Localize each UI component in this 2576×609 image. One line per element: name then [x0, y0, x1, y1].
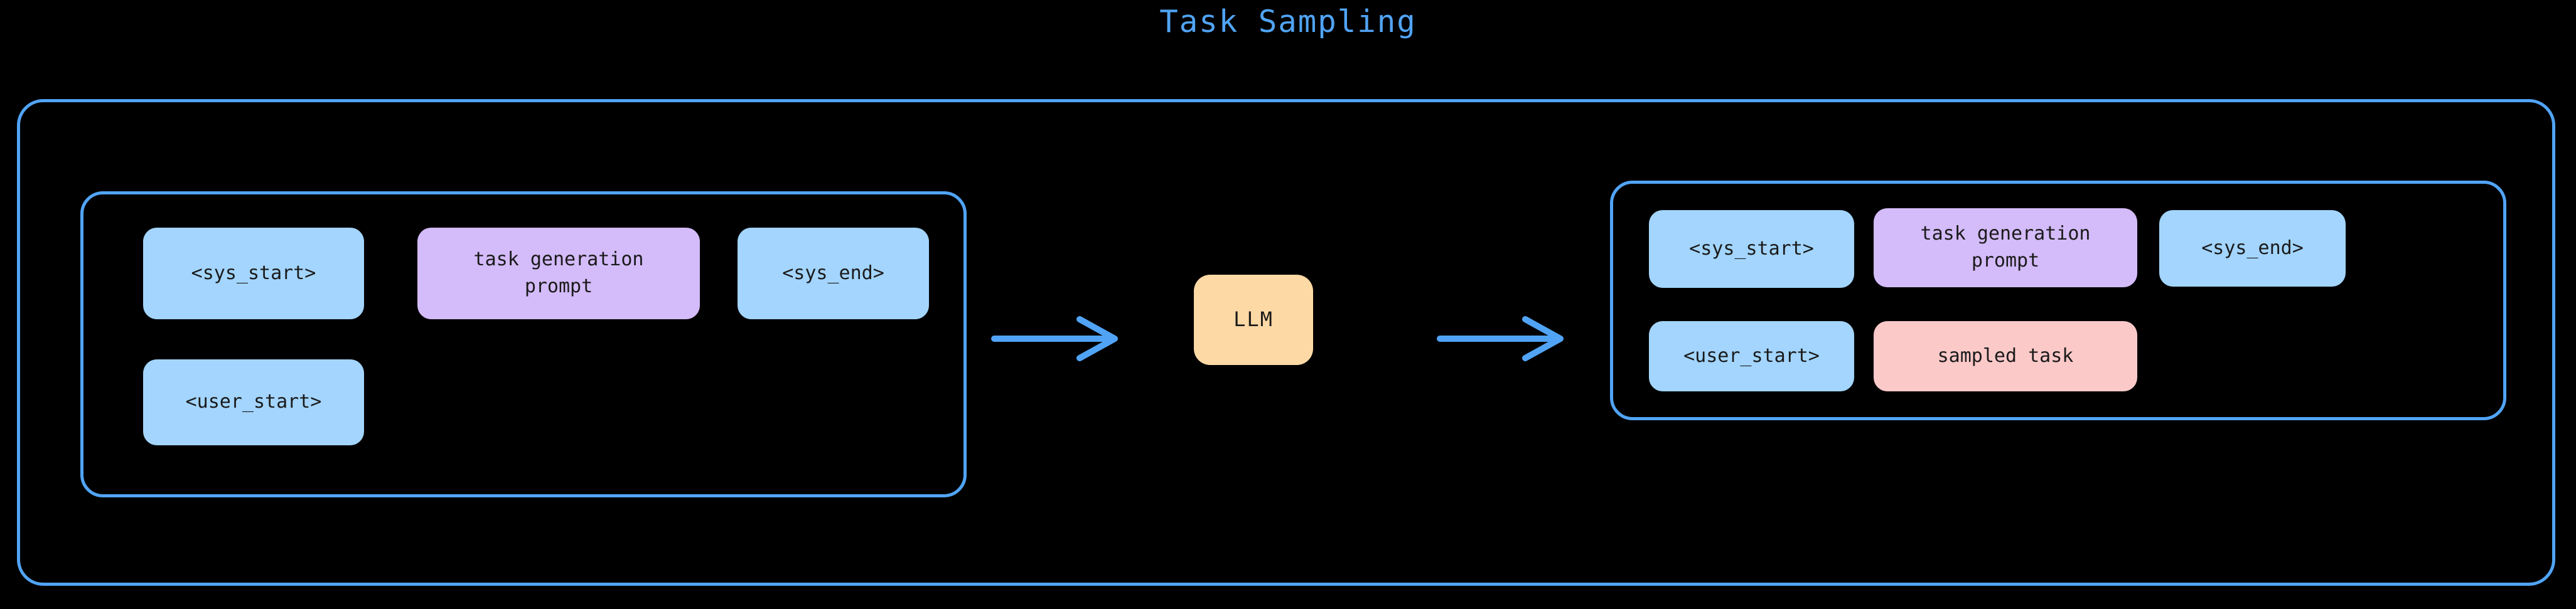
- llm-node: LLM: [1194, 275, 1313, 365]
- output-chip-sampled-task: sampled task: [1874, 321, 2137, 391]
- arrow-right-icon-output: [1437, 316, 1564, 361]
- input-chip-task-generation-prompt: task generation prompt: [417, 228, 700, 319]
- input-chip-user-start: <user_start>: [143, 359, 364, 445]
- output-chip-sys-start: <sys_start>: [1649, 210, 1854, 288]
- output-sequence-panel: [1610, 181, 2506, 420]
- diagram-outer-frame: [17, 99, 2555, 586]
- input-chip-sys-start: <sys_start>: [143, 228, 364, 319]
- input-sequence-panel: [80, 191, 967, 497]
- output-chip-user-start: <user_start>: [1649, 321, 1854, 391]
- input-chip-sys-end: <sys_end>: [738, 228, 929, 319]
- output-chip-task-generation-prompt: task generation prompt: [1874, 208, 2137, 287]
- arrow-right-icon-input: [991, 316, 1118, 361]
- page-title: Task Sampling: [1159, 4, 1417, 40]
- output-chip-sys-end: <sys_end>: [2159, 210, 2346, 287]
